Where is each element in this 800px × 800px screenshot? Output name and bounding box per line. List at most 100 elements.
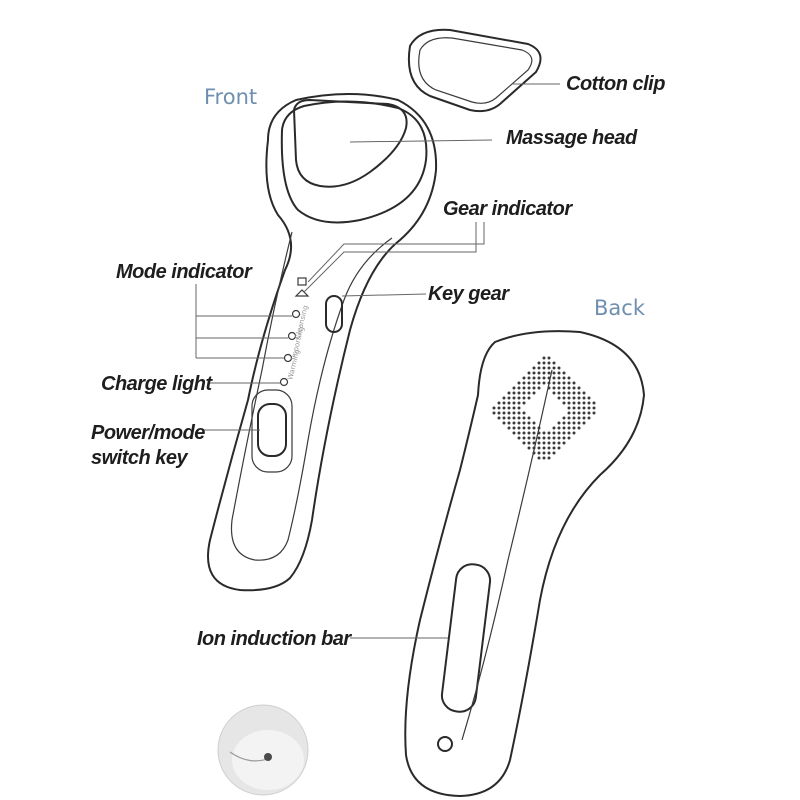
label-power-mode-line1: Power/mode bbox=[91, 422, 205, 444]
pattern-dot bbox=[562, 376, 566, 380]
pattern-dot bbox=[512, 406, 516, 410]
label-massage-head: Massage head bbox=[506, 127, 638, 149]
pattern-dot bbox=[517, 391, 521, 395]
pattern-dot bbox=[537, 366, 541, 370]
pattern-dot bbox=[522, 381, 526, 385]
pattern-dot bbox=[507, 421, 511, 425]
pattern-dot bbox=[552, 431, 556, 435]
pattern-dot bbox=[532, 426, 536, 430]
mode-warming-text: Warming bbox=[286, 349, 301, 381]
pattern-dot bbox=[527, 391, 531, 395]
pattern-dot bbox=[542, 431, 546, 435]
pattern-dot bbox=[532, 451, 536, 455]
pattern-dot bbox=[577, 391, 581, 395]
pattern-dot bbox=[497, 411, 501, 415]
pattern-dot bbox=[552, 426, 556, 430]
pattern-dot bbox=[527, 421, 531, 425]
pattern-dot bbox=[587, 396, 591, 400]
pattern-dot bbox=[577, 386, 581, 390]
pattern-dot bbox=[592, 401, 596, 405]
pattern-dot bbox=[517, 411, 521, 415]
label-key-gear: Key gear bbox=[428, 283, 510, 305]
pattern-dot bbox=[552, 361, 556, 365]
pattern-dot bbox=[552, 436, 556, 440]
pattern-dot bbox=[522, 421, 526, 425]
pattern-dot bbox=[537, 381, 541, 385]
pattern-dot bbox=[512, 401, 516, 405]
pattern-dot bbox=[592, 411, 596, 415]
pattern-dot bbox=[542, 381, 546, 385]
pattern-dot bbox=[552, 391, 556, 395]
label-charge-light: Charge light bbox=[101, 373, 214, 395]
pattern-dot bbox=[562, 421, 566, 425]
pattern-dot bbox=[512, 421, 516, 425]
pattern-dot bbox=[502, 411, 506, 415]
pattern-dot bbox=[527, 396, 531, 400]
pattern-dot bbox=[557, 436, 561, 440]
pattern-dot bbox=[572, 421, 576, 425]
pattern-dot bbox=[527, 416, 531, 420]
pattern-dot bbox=[537, 441, 541, 445]
pattern-dot bbox=[547, 376, 551, 380]
pattern-dot bbox=[522, 386, 526, 390]
pattern-dot bbox=[532, 366, 536, 370]
pattern-dot bbox=[557, 396, 561, 400]
pattern-dot bbox=[532, 436, 536, 440]
pattern-dot bbox=[547, 386, 551, 390]
pattern-dot bbox=[567, 381, 571, 385]
pattern-dot bbox=[577, 416, 581, 420]
pattern-dot bbox=[532, 391, 536, 395]
pattern-dot bbox=[552, 446, 556, 450]
pattern-dot bbox=[522, 441, 526, 445]
pattern-dot bbox=[512, 426, 516, 430]
pattern-dot bbox=[527, 381, 531, 385]
pattern-dot bbox=[582, 401, 586, 405]
pattern-dot bbox=[557, 421, 561, 425]
pattern-dot bbox=[567, 406, 571, 410]
pattern-dot bbox=[547, 436, 551, 440]
pattern-dot bbox=[547, 446, 551, 450]
pattern-dot bbox=[517, 396, 521, 400]
pattern-dot bbox=[517, 381, 521, 385]
pattern-dot bbox=[532, 431, 536, 435]
pattern-dot bbox=[527, 436, 531, 440]
pattern-dot bbox=[552, 366, 556, 370]
label-ion-induction-bar: Ion induction bar bbox=[197, 628, 352, 650]
pattern-dot bbox=[502, 421, 506, 425]
pattern-dot bbox=[547, 431, 551, 435]
pattern-dot bbox=[502, 401, 506, 405]
pattern-dot bbox=[562, 431, 566, 435]
leader-lines bbox=[195, 83, 560, 639]
front-device bbox=[207, 93, 438, 592]
pattern-dot bbox=[562, 391, 566, 395]
pattern-dot bbox=[577, 401, 581, 405]
pattern-dot bbox=[537, 361, 541, 365]
pattern-dot bbox=[517, 386, 521, 390]
pattern-dot bbox=[522, 401, 526, 405]
pattern-dot bbox=[517, 416, 521, 420]
pattern-dot bbox=[572, 416, 576, 420]
pattern-dot bbox=[577, 411, 581, 415]
label-gear-indicator: Gear indicator bbox=[443, 198, 573, 220]
pattern-dot bbox=[547, 381, 551, 385]
pattern-dot bbox=[527, 371, 531, 375]
pattern-dot bbox=[557, 446, 561, 450]
pattern-dot bbox=[512, 386, 516, 390]
label-power-mode-line2: switch key bbox=[91, 447, 189, 469]
pattern-dot bbox=[532, 446, 536, 450]
pattern-dot bbox=[512, 431, 516, 435]
pattern-dot bbox=[527, 431, 531, 435]
pattern-dot bbox=[542, 441, 546, 445]
pattern-dot bbox=[552, 386, 556, 390]
pattern-dot bbox=[552, 371, 556, 375]
pattern-dot bbox=[497, 416, 501, 420]
pattern-dot bbox=[522, 416, 526, 420]
pattern-dot bbox=[567, 391, 571, 395]
pattern-dot bbox=[532, 386, 536, 390]
pattern-dot bbox=[537, 446, 541, 450]
label-cotton-clip: Cotton clip bbox=[566, 73, 665, 95]
pattern-dot bbox=[547, 366, 551, 370]
pattern-dot bbox=[507, 406, 511, 410]
pattern-dot bbox=[522, 426, 526, 430]
pattern-dot bbox=[572, 401, 576, 405]
